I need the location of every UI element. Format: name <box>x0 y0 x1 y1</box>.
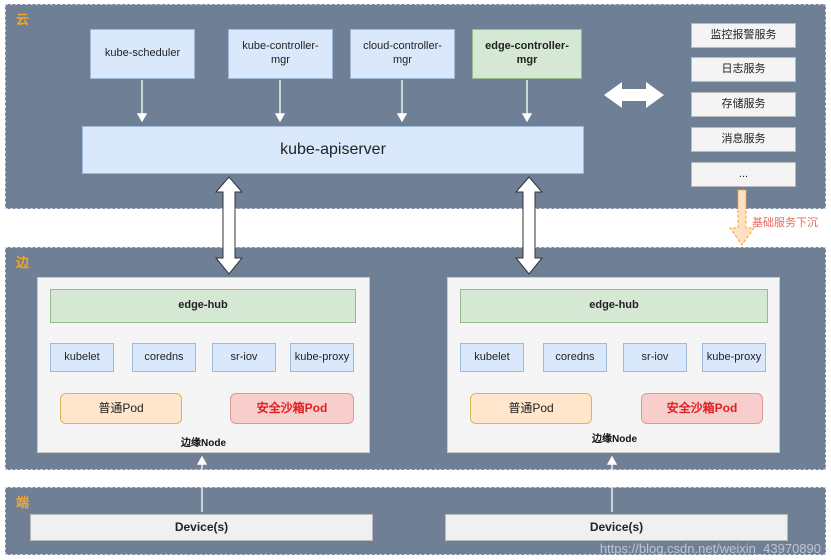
service-messaging: 消息服务 <box>691 127 796 152</box>
access-label-left: 就近接入 <box>208 477 252 489</box>
service-more: ... <box>691 162 796 187</box>
device-box-left: Device(s) <box>30 514 373 541</box>
normal-pod-right: 普通Pod <box>470 393 592 424</box>
tunnel-arrow-left <box>214 176 244 275</box>
normal-pod-left: 普通Pod <box>60 393 182 424</box>
edge-hub-left: edge-hub <box>50 289 356 323</box>
secure-pod-right: 安全沙箱Pod <box>641 393 763 424</box>
sr-iov-right: sr-iov <box>623 343 687 372</box>
kube-scheduler-box: kube-scheduler <box>90 29 195 79</box>
service-monitoring: 监控报警服务 <box>691 23 796 48</box>
kube-apiserver-box: kube-apiserver <box>82 126 584 174</box>
coredns-left: coredns <box>132 343 196 372</box>
edge-hub-right: edge-hub <box>460 289 768 323</box>
watermark: https://blog.csdn.net/weixin_43970890 <box>599 541 821 556</box>
access-label-right: 就近接入 <box>620 477 664 489</box>
sink-label: 基础服务下沉 <box>752 217 818 229</box>
kubelet-right: kubelet <box>460 343 524 372</box>
kubelet-left: kubelet <box>50 343 114 372</box>
device-box-right: Device(s) <box>445 514 788 541</box>
edge-node-caption-left: 边缘Node <box>181 438 226 449</box>
edge-node-caption-right: 边缘Node <box>592 434 637 445</box>
sr-iov-left: sr-iov <box>212 343 276 372</box>
device-band-label: 端 <box>16 495 30 510</box>
cloud-band-label: 云 <box>16 12 30 27</box>
services-double-arrow <box>604 82 664 108</box>
coredns-right: coredns <box>543 343 607 372</box>
kube-proxy-left: kube-proxy <box>290 343 354 372</box>
edge-band-label: 边 <box>16 255 30 270</box>
service-logging: 日志服务 <box>691 57 796 82</box>
kube-controller-mgr-label: kube-controller- mgr <box>242 40 319 66</box>
cloud-controller-mgr-box: cloud-controller- mgr <box>350 29 455 79</box>
edge-controller-mgr-box: edge-controller- mgr <box>472 29 582 79</box>
kube-proxy-right: kube-proxy <box>702 343 766 372</box>
sink-arrow <box>729 189 755 246</box>
cloud-controller-mgr-label: cloud-controller- mgr <box>363 40 442 66</box>
secure-pod-left: 安全沙箱Pod <box>230 393 354 424</box>
kube-controller-mgr-box: kube-controller- mgr <box>228 29 333 79</box>
service-storage: 存储服务 <box>691 92 796 117</box>
tunnel-arrow-right <box>514 176 544 275</box>
edge-controller-mgr-label: edge-controller- mgr <box>485 40 569 66</box>
